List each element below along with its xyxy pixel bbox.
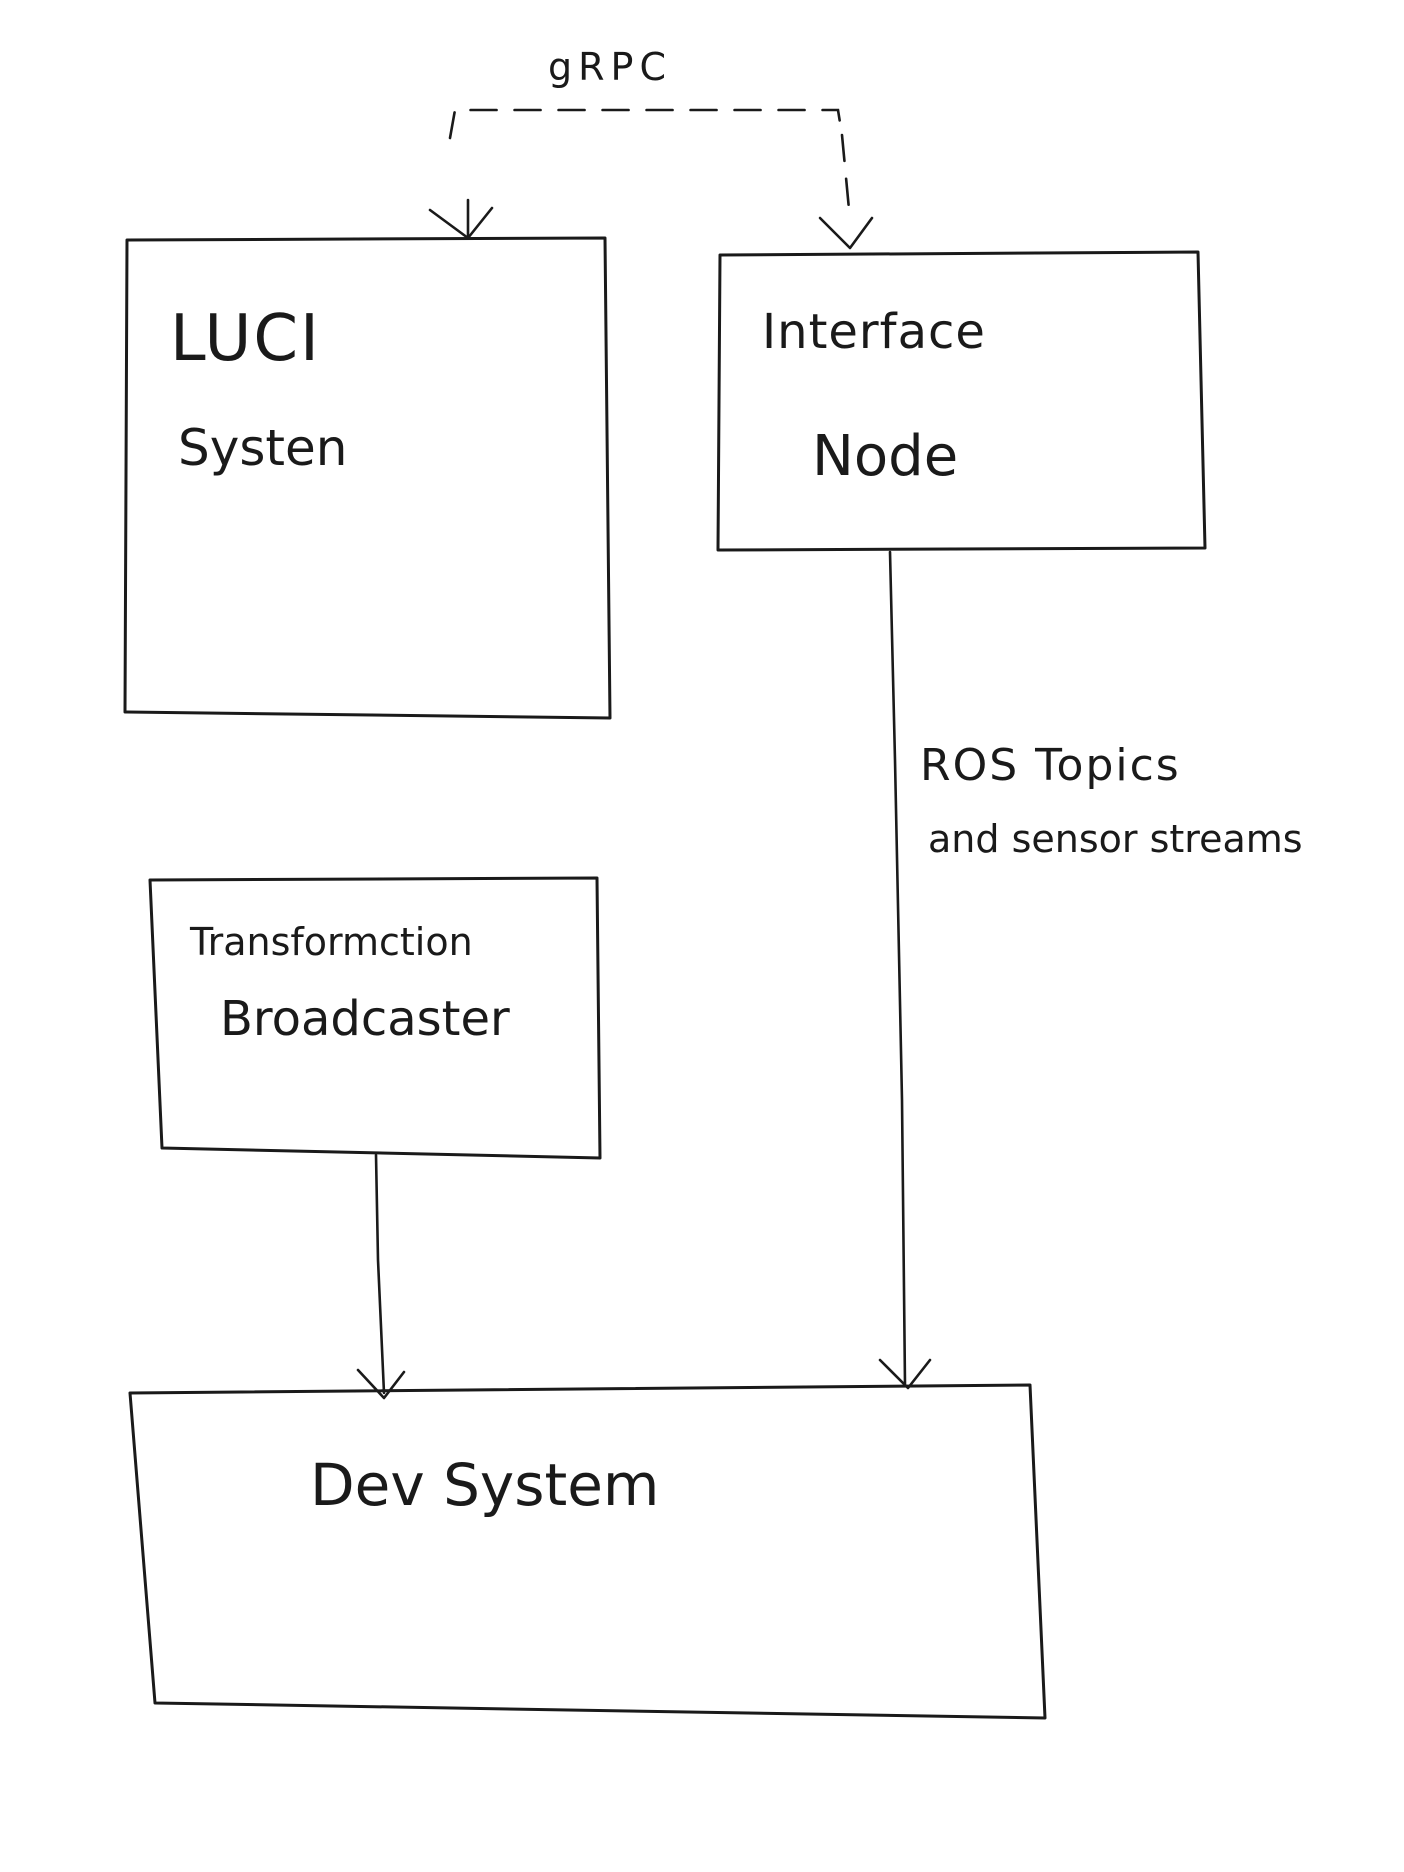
edge-interface-to-dev: ROS Topics and sensor streams: [878, 550, 1303, 1390]
node-transformation-broadcaster: Transformction Broadcaster: [148, 876, 602, 1160]
interface-dev-line: [888, 550, 907, 1387]
node-luci-system: LUCI Systen: [123, 236, 612, 720]
interface-box-outline: [716, 250, 1207, 552]
sensor-streams-label: and sensor streams: [928, 817, 1303, 861]
ros-topics-label: ROS Topics: [920, 740, 1181, 791]
arrowhead-to-interface: [818, 216, 874, 250]
luci-title: LUCI: [170, 302, 321, 376]
node-interface-node: Interface Node: [716, 250, 1207, 552]
grpc-dashed-line: [448, 108, 844, 140]
transform-dev-line: [374, 1153, 386, 1395]
arrowhead-to-dev-left: [356, 1368, 406, 1400]
arrowhead-to-dev-right: [878, 1358, 932, 1390]
luci-subtitle: Systen: [178, 419, 347, 477]
transform-title: Transformction: [189, 920, 473, 964]
dev-title: Dev System: [310, 1451, 659, 1519]
grpc-label: gRPC: [548, 45, 672, 89]
node-dev-system: Dev System: [128, 1383, 1047, 1720]
transform-box-outline: [148, 876, 602, 1160]
dev-box-outline: [128, 1383, 1047, 1720]
edge-transform-to-dev: [356, 1153, 406, 1400]
interface-subtitle: Node: [812, 424, 958, 489]
arrowhead-to-luci: [428, 206, 494, 240]
transform-subtitle: Broadcaster: [220, 991, 510, 1047]
interface-title: Interface: [762, 304, 986, 360]
luci-box-outline: [123, 236, 612, 720]
grpc-dashed-drop-interface: [840, 133, 852, 222]
grpc-edge: gRPC: [428, 45, 874, 250]
